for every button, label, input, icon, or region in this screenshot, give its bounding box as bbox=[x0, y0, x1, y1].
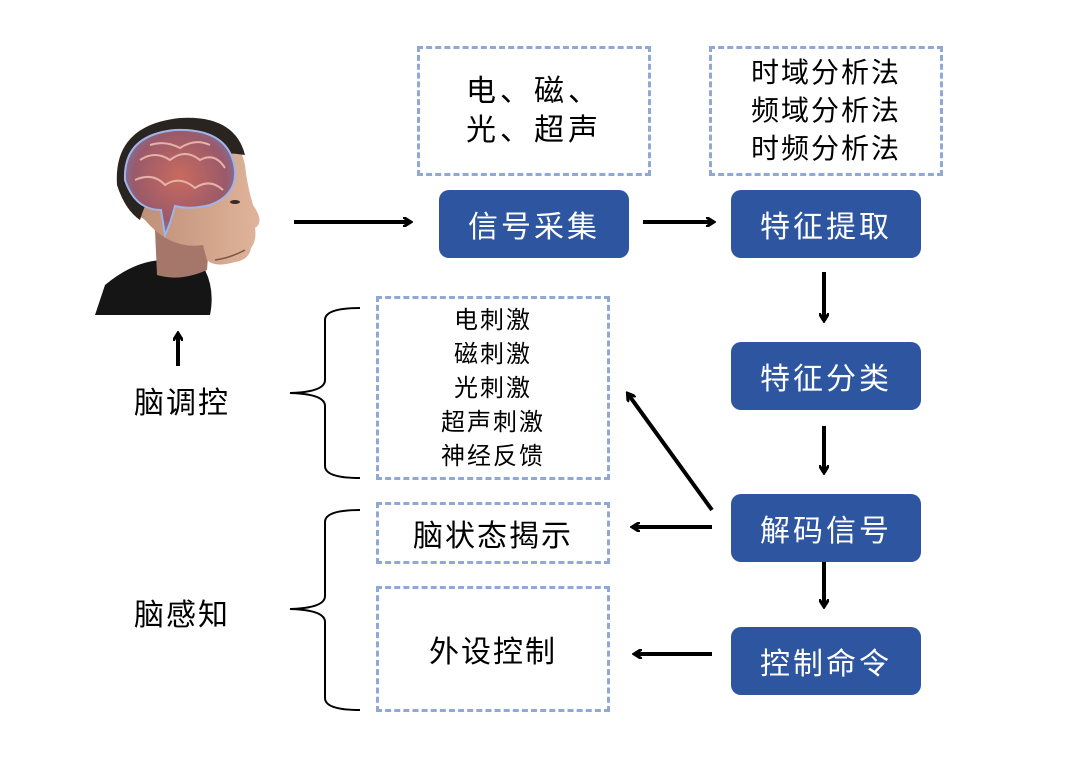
acquisition-methods-box: 电、磁、 光、超声 bbox=[417, 46, 651, 176]
brain-perception-label: 脑感知 bbox=[134, 598, 230, 633]
control-command-box: 控制命令 bbox=[731, 627, 921, 695]
peripheral-control-label: 外设控制 bbox=[429, 635, 557, 670]
stimulation-methods-box: 电刺激 磁刺激 光刺激 超声刺激 神经反馈 bbox=[376, 296, 610, 480]
brace-perception bbox=[289, 509, 361, 711]
brain-state-box: 脑状态揭示 bbox=[376, 502, 610, 564]
brain-state-label: 脑状态揭示 bbox=[413, 519, 573, 554]
human-head-with-brain-icon bbox=[95, 110, 270, 315]
feature-classification-label: 特征分类 bbox=[760, 362, 892, 397]
arrow-decode-to-stimulation bbox=[628, 394, 714, 512]
feature-methods-box: 时域分析法 频域分析法 时频分析法 bbox=[709, 46, 943, 176]
decode-signal-label: 解码信号 bbox=[760, 514, 892, 549]
feature-methods-line: 时域分析法 bbox=[750, 56, 901, 90]
stimulation-method: 超声刺激 bbox=[441, 408, 545, 437]
brain-regulation-label: 脑调控 bbox=[134, 386, 230, 421]
signal-acquisition-label: 信号采集 bbox=[468, 210, 600, 245]
feature-methods-line: 时频分析法 bbox=[750, 131, 901, 165]
acquisition-methods-line: 电、磁、 bbox=[466, 74, 602, 109]
peripheral-control-box: 外设控制 bbox=[376, 586, 610, 712]
feature-extraction-label: 特征提取 bbox=[760, 210, 892, 245]
feature-methods-line: 频域分析法 bbox=[750, 94, 901, 128]
control-command-label: 控制命令 bbox=[760, 647, 892, 682]
signal-acquisition-box: 信号采集 bbox=[439, 190, 629, 258]
feature-extraction-box: 特征提取 bbox=[731, 190, 921, 258]
acquisition-methods-line: 光、超声 bbox=[466, 113, 602, 148]
feature-classification-box: 特征分类 bbox=[731, 342, 921, 410]
stimulation-method: 电刺激 bbox=[454, 305, 532, 334]
brace-regulation bbox=[289, 307, 361, 479]
stimulation-method: 神经反馈 bbox=[441, 442, 545, 471]
stimulation-method: 磁刺激 bbox=[454, 339, 532, 368]
stimulation-method: 光刺激 bbox=[454, 373, 532, 402]
decode-signal-box: 解码信号 bbox=[731, 494, 921, 562]
